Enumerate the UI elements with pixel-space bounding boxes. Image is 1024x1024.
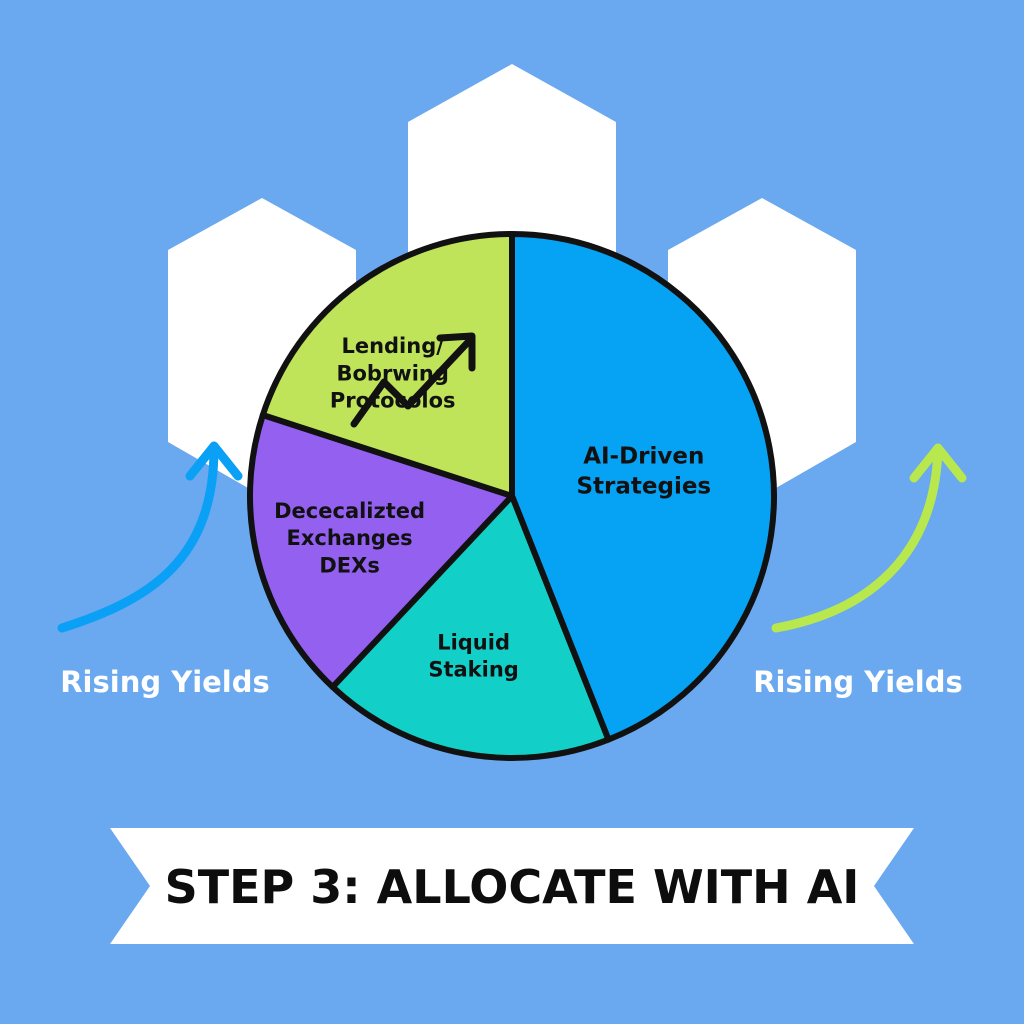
pie-slice-ai-driven-strategies — [509, 231, 777, 743]
pie-label-line: Dececalizted — [274, 499, 425, 523]
pie-slice-liquid-staking — [329, 493, 612, 761]
pie-label-line: DEXs — [319, 553, 379, 577]
pie-label-line: AI-Driven — [583, 444, 704, 470]
right-rising-arrow — [771, 443, 967, 633]
right-arrow-label: Rising Yields — [753, 665, 963, 699]
pie-label-line: Strategies — [576, 474, 711, 500]
step-banner: STEP 3: ALLOCATE WITH AI — [110, 828, 914, 944]
trending-up-arrow-icon — [350, 332, 476, 428]
left-rising-arrow — [57, 441, 243, 633]
pie-label-line: Liquid — [437, 630, 510, 654]
banner-title: STEP 3: ALLOCATE WITH AI — [165, 860, 860, 914]
pie-slice-decentralized-exchanges — [247, 412, 515, 690]
pie-label-line: Exchanges — [287, 526, 413, 550]
banner-ribbon — [110, 828, 914, 944]
left-arrow-label: Rising Yields — [60, 665, 270, 699]
pie-label-line: Staking — [428, 658, 518, 682]
pie-slice-lending-borrowing — [259, 231, 515, 499]
pie-label-line: Lending/ — [341, 334, 444, 358]
